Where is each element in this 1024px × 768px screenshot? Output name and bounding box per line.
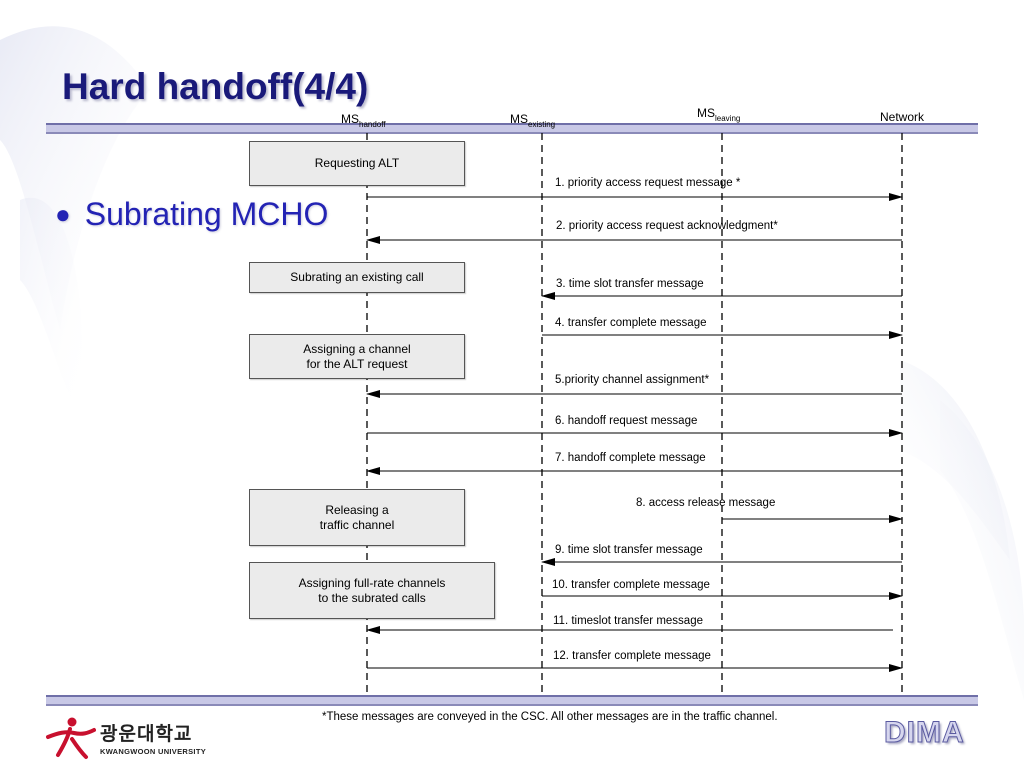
message-label: 12. transfer complete message (553, 650, 711, 662)
message-label: 9. time slot transfer message (555, 544, 703, 556)
slide-title: Hard handoff(4/4) (62, 66, 369, 107)
footnote: *These messages are conveyed in the CSC.… (322, 711, 778, 723)
entity-ms-handoff: MShandoff (341, 112, 386, 129)
entity-ms-existing: MSexisting (510, 112, 556, 129)
entity-ms-leaving: MSleaving (697, 106, 741, 123)
message-label: 1. priority access request message * (555, 177, 741, 189)
action-box: Assigning full-rate channels to the subr… (249, 562, 495, 619)
dima-brand: DIMA (884, 716, 965, 750)
bullet-item: ● Subrating MCHO (55, 196, 328, 233)
university-logo: 광운대학교 KWANGWOON UNIVERSITY (44, 713, 206, 761)
message-label: 4. transfer complete message (555, 317, 707, 329)
message-label: 5.priority channel assignment* (555, 374, 710, 386)
action-box: Releasing a traffic channel (249, 489, 465, 546)
footer-divider (46, 695, 978, 706)
message-label: 11. timeslot transfer message (553, 615, 703, 627)
logo-korean-name: 광운대학교 (100, 722, 193, 745)
university-emblem-icon (46, 717, 96, 759)
header-divider (46, 123, 978, 134)
message-label: 6. handoff request message (555, 415, 698, 427)
message-label: 8. access release message (636, 497, 776, 509)
message-label: 7. handoff complete message (555, 452, 706, 464)
action-box: Subrating an existing call (249, 262, 465, 293)
bullet-dot-icon: ● (55, 199, 71, 229)
message-label: 3. time slot transfer message (556, 278, 704, 290)
message-label: 10. transfer complete message (552, 579, 710, 591)
logo-english-name: KWANGWOON UNIVERSITY (100, 746, 207, 756)
action-box: Assigning a channel for the ALT request (249, 334, 465, 379)
action-box: Requesting ALT (249, 141, 465, 186)
bullet-text: Subrating MCHO (84, 196, 329, 232)
message-label: 2. priority access request acknowledgmen… (556, 220, 778, 232)
entity-network: Network (880, 110, 925, 124)
